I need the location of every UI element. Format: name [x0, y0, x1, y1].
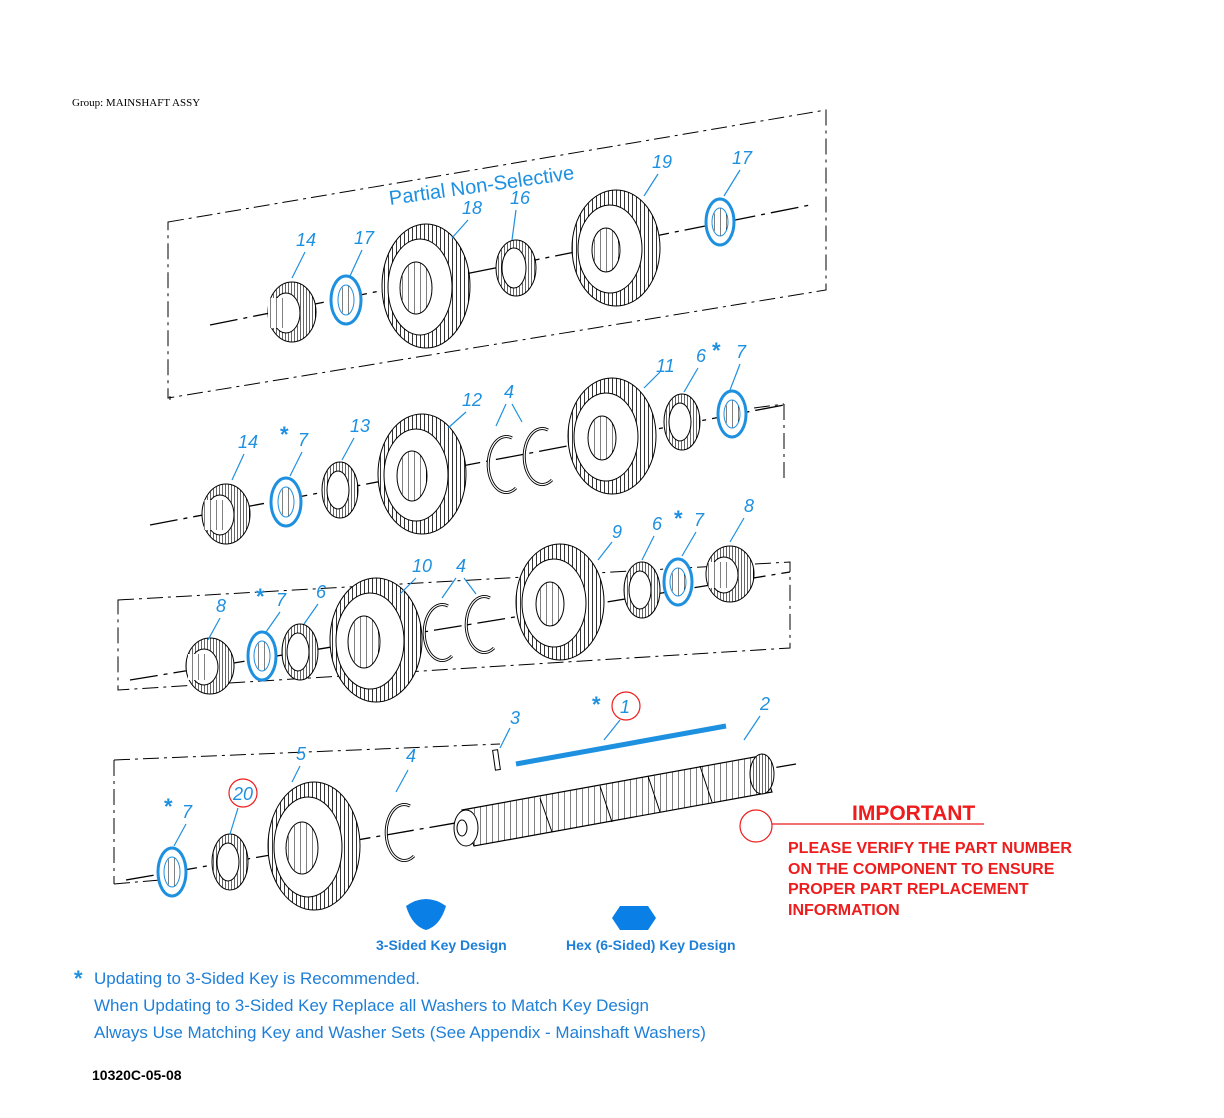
callout-7: 7	[182, 802, 193, 822]
footnote-line: Updating to 3-Sided Key is Recommended.	[94, 969, 420, 988]
row-2-assembly: 14 * 7 13 12 4 11 6 * 7	[149, 338, 785, 545]
row-1-outline	[167, 109, 827, 399]
star-marker: *	[592, 692, 601, 717]
ring-16	[495, 239, 537, 297]
hex-key-label: Hex (6-Sided) Key Design	[566, 937, 736, 953]
callout-13: 13	[350, 416, 370, 436]
callout-4: 4	[504, 382, 514, 402]
ring-6	[623, 561, 661, 619]
important-notice: IMPORTANT PLEASE VERIFY THE PART NUMBER …	[739, 802, 1072, 919]
gear-12	[377, 413, 467, 535]
callout-6: 6	[652, 514, 663, 534]
important-title: IMPORTANT	[852, 802, 975, 825]
star-marker: *	[712, 338, 721, 363]
washer-7	[246, 630, 278, 682]
footnote-line: When Updating to 3-Sided Key Replace all…	[94, 996, 649, 1015]
snap-rings-4	[422, 595, 496, 662]
callout-16: 16	[510, 188, 531, 208]
group-label: Group: MAINSHAFT ASSY	[72, 97, 200, 109]
callout-2: 2	[759, 694, 770, 714]
callout-17: 17	[732, 148, 753, 168]
footnote-star: *	[74, 966, 83, 991]
callout-5: 5	[296, 744, 307, 764]
gear-5	[267, 781, 361, 911]
row-4-outline	[113, 743, 501, 885]
hex-key-icon	[612, 906, 656, 930]
callout-6: 6	[316, 582, 327, 602]
ring-13	[321, 461, 359, 519]
callout-7: 7	[694, 510, 705, 530]
gear-9	[515, 543, 605, 661]
important-line: INFORMATION	[788, 902, 900, 919]
key-pin-3	[492, 749, 501, 771]
callout-4: 4	[406, 746, 416, 766]
callout-circle-20	[228, 778, 258, 808]
callout-17: 17	[354, 228, 375, 248]
mainshaft-key-1	[515, 723, 727, 767]
callout-10: 10	[412, 556, 432, 576]
figure-id: 10320C-05-08	[92, 1067, 182, 1083]
gear-11	[567, 377, 657, 495]
gear-18	[381, 223, 471, 349]
callout-7: 7	[298, 430, 309, 450]
callout-8: 8	[744, 496, 754, 516]
callout-9: 9	[612, 522, 622, 542]
callout-7: 7	[736, 342, 747, 362]
row-1-assembly: Partial Non-Selective	[167, 109, 827, 399]
star-marker: *	[164, 794, 173, 819]
three-sided-key-icon	[406, 899, 446, 930]
washer-7	[716, 389, 748, 439]
sliding-clutch-14	[201, 483, 251, 545]
footnotes: * Updating to 3-Sided Key is Recommended…	[74, 966, 706, 1042]
sliding-clutch-8	[705, 545, 755, 603]
washer-7	[269, 476, 303, 528]
callout-20: 20	[232, 784, 253, 804]
callout-14: 14	[296, 230, 316, 250]
snap-ring-4	[384, 803, 416, 862]
callout-3: 3	[510, 708, 520, 728]
snap-rings-4	[486, 427, 554, 494]
washer-7	[156, 846, 188, 898]
key-designs: 3-Sided Key Design Hex (6-Sided) Key Des…	[376, 899, 736, 953]
gear-19	[571, 189, 661, 307]
star-marker: *	[674, 506, 683, 531]
star-marker: *	[280, 422, 289, 447]
ring-6	[663, 393, 701, 451]
ring-6	[281, 623, 319, 681]
row-3-axis	[129, 571, 791, 681]
washer-7	[662, 557, 694, 607]
callout-circle-1	[611, 691, 641, 721]
callout-19: 19	[652, 152, 672, 172]
important-line: ON THE COMPONENT TO ENSURE	[788, 861, 1055, 878]
important-line: PROPER PART REPLACEMENT	[788, 881, 1029, 898]
callout-1: 1	[620, 697, 630, 717]
sliding-clutch-14	[267, 281, 317, 343]
callout-12: 12	[462, 390, 482, 410]
callout-4: 4	[456, 556, 466, 576]
footnote-line: Always Use Matching Key and Washer Sets …	[94, 1023, 706, 1042]
washer-17-a	[329, 274, 363, 326]
important-marker-circle	[739, 809, 773, 843]
gear-10	[329, 577, 423, 703]
callout-14: 14	[238, 432, 258, 452]
callout-18: 18	[462, 198, 482, 218]
star-marker: *	[256, 584, 265, 609]
important-line: PLEASE VERIFY THE PART NUMBER	[788, 840, 1072, 857]
callout-11: 11	[656, 356, 675, 376]
callout-7: 7	[276, 590, 287, 610]
row-3-assembly: 8 * 7 6 10 4 9 6 * 7 8	[117, 496, 791, 703]
callout-8: 8	[216, 596, 226, 616]
callout-6: 6	[696, 346, 707, 366]
mainshaft-2	[453, 753, 775, 847]
washer-17-b	[704, 197, 736, 247]
row-4-assembly: * 7 20 5 4 3 * 1 2	[113, 691, 797, 911]
three-sided-key-label: 3-Sided Key Design	[376, 937, 507, 953]
sliding-clutch-8	[185, 637, 235, 695]
ring-20	[211, 833, 249, 891]
